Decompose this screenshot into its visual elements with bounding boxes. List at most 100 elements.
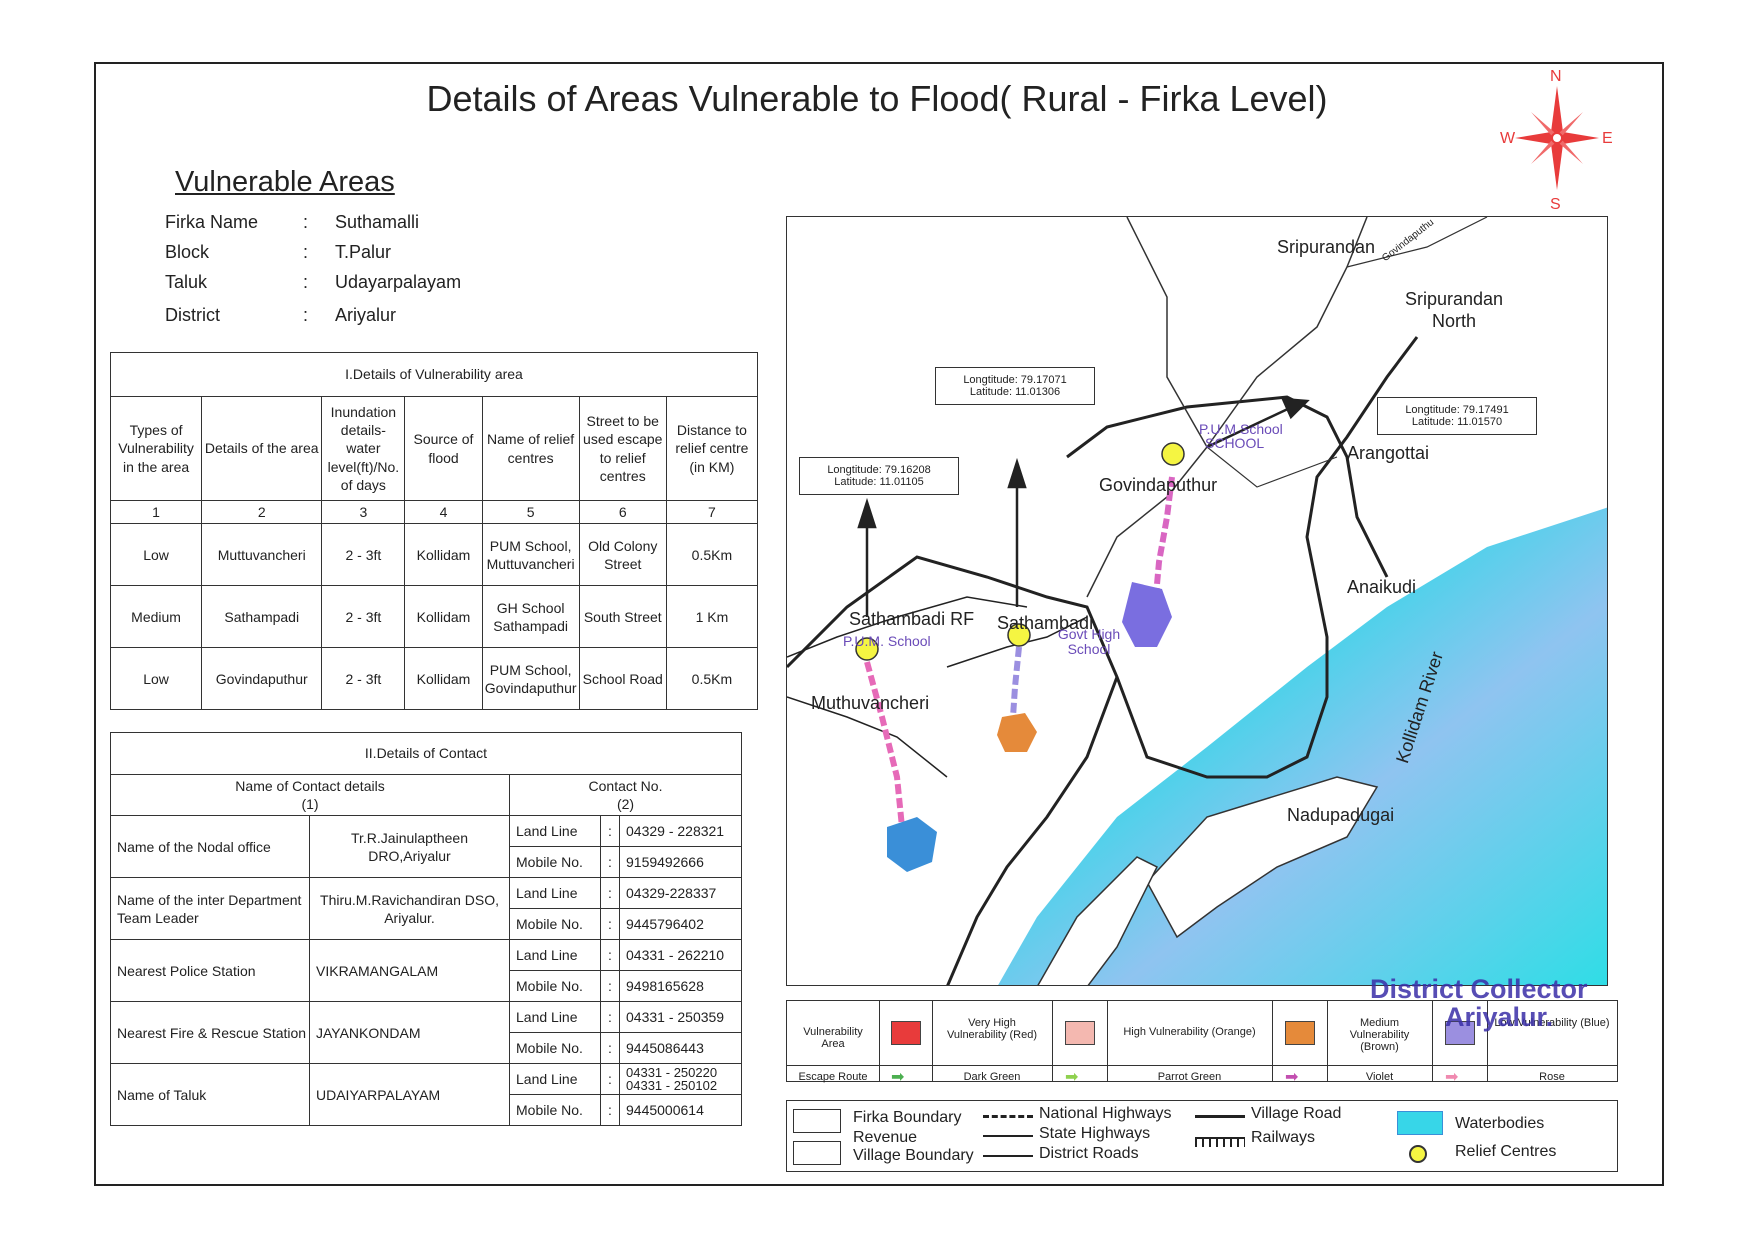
contact-role: Name of the inter Department Team Leader xyxy=(110,877,310,941)
place-sathambadi: Sathambadi xyxy=(997,613,1094,633)
swatch-low xyxy=(1445,1021,1475,1045)
legend-very-high: Very High Vulnerability (Red) xyxy=(946,1017,1038,1041)
table1-header: Types of Vulnerability in the area xyxy=(109,396,203,501)
relief-label-pum-govind: P.U.M School xyxy=(1199,421,1283,437)
table2-title: II.Details of Contact xyxy=(110,732,742,775)
table1-header: Source of flood xyxy=(404,396,483,501)
flood-map: Sripurandan Govindaputhu Sripurandan Nor… xyxy=(786,216,1608,986)
sep: : xyxy=(600,1063,620,1096)
village-boundary-symbol xyxy=(793,1141,841,1165)
page-frame xyxy=(94,62,1664,1186)
table1-colnum: 7 xyxy=(665,499,759,525)
land-line-value: 04331 - 250359 xyxy=(619,1001,742,1034)
place-arangottai: Arangottai xyxy=(1347,443,1430,463)
table-row: Nearest Police Station VIKRAMANGALAM Lan… xyxy=(110,939,742,1003)
place-nadupadugai: Nadupadugai xyxy=(1287,805,1395,825)
compass-s: S xyxy=(1550,196,1561,213)
railway-icon xyxy=(1195,1137,1245,1147)
sep: : xyxy=(600,970,620,1003)
table-cell: 2 - 3ft xyxy=(321,585,406,649)
map-symbol-legend: Firka Boundary Revenue Village Boundary … xyxy=(786,1100,1618,1172)
national-highway-symbol xyxy=(983,1115,1033,1118)
vulnerability-legend: Vulnerability Area Very High Vulnerabili… xyxy=(786,1000,1618,1086)
table-cell: Low xyxy=(109,523,203,587)
escape-route-muthu xyxy=(864,661,905,828)
legend-rose: Rose xyxy=(1539,1071,1565,1083)
table-row: Name of the inter Department Team Leader… xyxy=(110,877,742,941)
contact-name: Tr.R.Jainulaptheen DRO,Ariyalur xyxy=(309,815,510,879)
firka-boundary-symbol xyxy=(793,1109,841,1133)
compass-w: W xyxy=(1500,130,1516,147)
nadupadugai-island xyxy=(1146,776,1379,939)
table-cell: Medium xyxy=(109,585,203,649)
table-row: Mobile No. : 9445000614 xyxy=(111,1094,742,1127)
relief-centre-icon xyxy=(1409,1145,1427,1163)
table-cell: Kollidam xyxy=(404,647,483,711)
table1-colnum: 1 xyxy=(109,499,203,525)
legend-medium: Medium Vulnerability (Brown) xyxy=(1349,1017,1410,1053)
contact-role: Name of the Nodal office xyxy=(110,815,310,879)
place-govindaputhur: Govindaputhur xyxy=(1099,475,1218,495)
escape-route-sathambadi xyxy=(1010,646,1022,718)
sep: : xyxy=(600,815,620,848)
legend-escape-route: Escape Route xyxy=(798,1071,868,1083)
arrow-dark-green-icon: ➡ xyxy=(891,1069,905,1086)
land-line-label: Land Line xyxy=(509,1063,601,1096)
table-row: Name of Taluk UDAIYARPALAYAM Land Line :… xyxy=(110,1063,742,1127)
legend-relief-centres: Relief Centres xyxy=(1455,1143,1557,1160)
table-cell: 0.5Km xyxy=(665,647,759,711)
legend-waterbodies: Waterbodies xyxy=(1455,1115,1545,1132)
compass-rose: N S W E xyxy=(1500,68,1613,213)
place-sripurandan: Sripurandan xyxy=(1277,237,1376,257)
waterbody-symbol xyxy=(1397,1111,1443,1135)
place-sathambadi-rf: Sathambadi RF xyxy=(849,609,975,629)
table1-header: Distance to relief centre (in KM) xyxy=(665,396,759,501)
mobile-value: 9498165628 xyxy=(619,970,742,1003)
table-row: Mobile No. : 9498165628 xyxy=(111,970,742,1003)
table2-col2-header: Contact No.(2) xyxy=(509,773,742,817)
arrow-rose-icon: ➡ xyxy=(1445,1069,1459,1086)
legend-railways: Railways xyxy=(1251,1129,1316,1146)
compass-n: N xyxy=(1550,68,1562,85)
legend-village-boundary: Village Boundary xyxy=(853,1147,974,1164)
table1-colnum: 6 xyxy=(578,499,667,525)
land-line-label: Land Line xyxy=(509,815,601,848)
legend-village-road: Village Road xyxy=(1251,1105,1342,1122)
legend-state-highways: State Highways xyxy=(1039,1125,1151,1142)
contact-name: VIKRAMANGALAM xyxy=(309,939,510,1003)
legend-violet: Violet xyxy=(1365,1071,1394,1083)
relief-label-school: SCHOOL xyxy=(1205,435,1265,451)
compass-star-icon xyxy=(1515,86,1599,190)
table-row: Mobile No. : 9445796402 xyxy=(111,908,742,941)
sep: : xyxy=(600,1032,620,1065)
vulnerable-area-sathambadi xyxy=(997,713,1037,752)
mobile-label: Mobile No. xyxy=(509,908,601,941)
contact-role: Nearest Fire & Rescue Station xyxy=(110,1001,310,1065)
table-row: Mobile No. : 9445086443 xyxy=(111,1032,742,1065)
mobile-value: 9445796402 xyxy=(619,908,742,941)
table-row: Low Muttuvancheri 2 - 3ft Kollidam PUM S… xyxy=(109,523,759,587)
table-cell: 1 Km xyxy=(665,585,759,649)
legend-district-roads: District Roads xyxy=(1039,1145,1139,1162)
table1-colnum: 2 xyxy=(201,499,323,525)
land-line-label: Land Line xyxy=(509,939,601,972)
legend-national-highways: National Highways xyxy=(1039,1105,1172,1122)
sep: : xyxy=(600,846,620,879)
table-cell: Muttuvancheri xyxy=(201,523,323,587)
contact-table: II.Details of Contact Name of Contact de… xyxy=(110,732,742,1127)
mobile-label: Mobile No. xyxy=(509,846,601,879)
place-sripurandan-north: Sripurandan North xyxy=(1404,289,1504,331)
sep: : xyxy=(600,1001,620,1034)
legend-high: High Vulnerability (Orange) xyxy=(1123,1026,1256,1038)
mobile-value: 9445000614 xyxy=(619,1094,742,1127)
table-cell: PUM School, Govindaputhur xyxy=(481,647,580,711)
table1-colnum: 3 xyxy=(321,499,406,525)
table-cell: Old Colony Street xyxy=(578,523,667,587)
mobile-label: Mobile No. xyxy=(509,970,601,1003)
district-road-symbol xyxy=(983,1155,1033,1157)
table-row: Nearest Fire & Rescue Station JAYANKONDA… xyxy=(110,1001,742,1065)
vulnerable-area-muthu xyxy=(887,817,937,872)
place-muthuvancheri: Muthuvancheri xyxy=(811,693,930,713)
